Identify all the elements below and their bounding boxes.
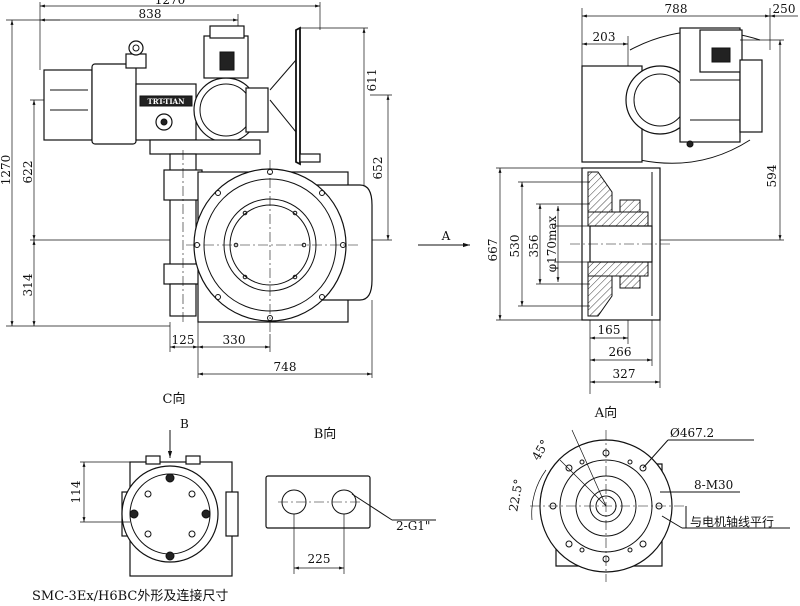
view-c-arrow-label: B	[180, 417, 189, 431]
dim-label: 652	[371, 157, 385, 180]
dim-label: 667	[486, 239, 500, 262]
view-a: A向 45° 22.5°	[506, 405, 790, 582]
dim-label: 1270	[0, 155, 13, 186]
view-a-title: A向	[594, 405, 617, 421]
dim-530: 530	[508, 181, 590, 307]
side-view: 788 250 203	[486, 2, 798, 394]
note-leader: 与电机轴线平行	[661, 506, 790, 529]
dim-label: 530	[508, 235, 522, 258]
front-view: 1270 838 1270 622 314 61	[0, 0, 392, 378]
dim-label: 788	[665, 2, 688, 16]
bolt-circle-holes	[549, 449, 663, 563]
thread-label: 2-G1"	[396, 519, 430, 533]
dim-356: 356	[527, 203, 590, 285]
dim-label: 114	[69, 480, 83, 503]
dim-label: 838	[139, 7, 162, 21]
dim-label: 594	[765, 164, 779, 187]
dim-203: 203	[582, 30, 629, 70]
view-b-title: B向	[314, 426, 337, 442]
diameter-label: Ø467.2	[670, 426, 714, 440]
dim-top-overall: 1270	[39, 0, 321, 70]
arrow-label: A	[441, 229, 451, 243]
dim-label: 330	[223, 333, 246, 347]
dim-left-1270: 1270	[0, 19, 170, 327]
drawing-caption: SMC-3Ex/H6BC外形及连接尺寸	[32, 588, 228, 604]
dim-114: 114	[69, 461, 130, 523]
gearbox	[186, 160, 373, 334]
dim-label: φ170max	[545, 215, 559, 272]
dim-left-314: 314	[21, 240, 36, 326]
handwheel	[269, 26, 321, 166]
dim-label: 1270	[155, 0, 186, 7]
view-c-title: C向	[163, 391, 186, 407]
view-arrow-a: A	[418, 229, 470, 248]
dim-label: 250	[773, 2, 796, 16]
dim-label: 225	[308, 552, 331, 566]
holes-label: 8-M30	[694, 478, 733, 492]
dim-label: 611	[365, 69, 379, 92]
dim-label: 165	[598, 323, 621, 337]
angle-22-label: 22.5°	[506, 478, 525, 513]
dim-170: φ170max	[545, 206, 590, 282]
dim-250: 250	[770, 2, 798, 18]
dim-label: 266	[609, 345, 632, 359]
dim-label: 748	[274, 360, 297, 374]
dim-594: 594	[660, 39, 784, 241]
nameplate: TRT-TIAN	[147, 97, 185, 106]
dim-label: 356	[527, 235, 541, 258]
note-label: 与电机轴线平行	[690, 514, 774, 529]
dim-838: 838	[40, 7, 239, 70]
dim-bottom-125: 125	[169, 322, 199, 378]
dim-label: 125	[172, 333, 195, 347]
gearbox-section	[570, 167, 672, 321]
view-b: B向 2-G1" 225	[265, 426, 436, 574]
bolt-holes	[194, 169, 346, 321]
dim-bottom-330: 330	[198, 333, 271, 352]
angle-45-label: 45°	[529, 437, 552, 462]
dim-label: 622	[21, 161, 35, 184]
thread-leader: 2-G1"	[351, 493, 436, 533]
column	[163, 150, 203, 322]
dim-label: 327	[613, 367, 636, 381]
dim-667: 667	[486, 167, 582, 321]
dim-225: 225	[293, 514, 345, 574]
dim-266: 266	[590, 320, 653, 366]
control-box: TRT-TIAN	[135, 25, 269, 155]
dim-label: 314	[21, 273, 35, 296]
dim-label: 203	[593, 30, 616, 44]
diameter-leader: Ø467.2	[642, 426, 754, 469]
actuator-body	[581, 27, 763, 164]
motor	[43, 40, 147, 145]
dim-327: 327	[590, 320, 661, 388]
view-c: C向 B 114	[69, 391, 239, 577]
dim-bottom-748: 748	[198, 300, 373, 378]
holes-leader: 8-M30	[660, 478, 740, 493]
